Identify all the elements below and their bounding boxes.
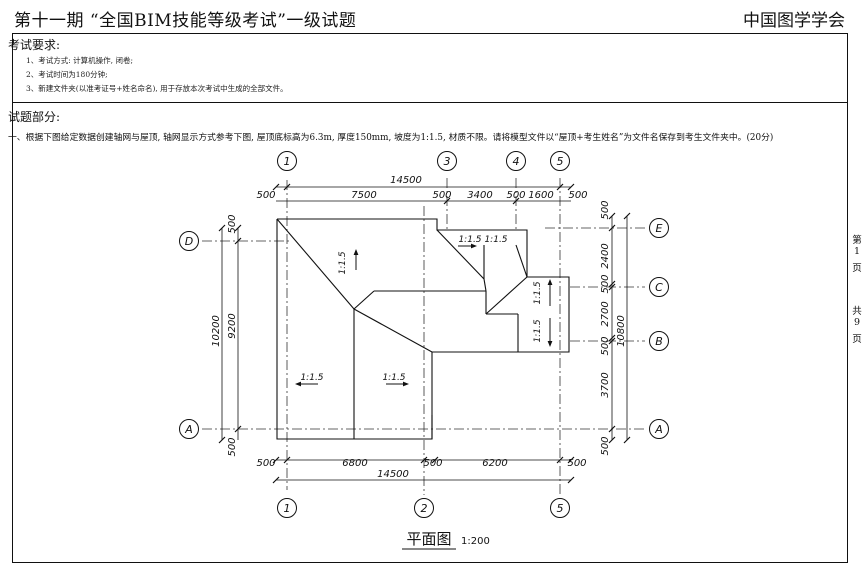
axis-bubble-bottom: 2 (414, 498, 434, 518)
dim-top-seg: 500 (506, 190, 525, 201)
exam-title: 第十一期 “全国BIM技能等级考试”一级试题 (14, 11, 357, 31)
dim-right-seg: 2400 (600, 243, 611, 268)
svg-text:A: A (654, 423, 663, 436)
requirement-item: 2、考试时间为180分钟; (26, 70, 108, 79)
page-number-char: 1 (853, 246, 861, 257)
dim-left-seg: 500 (227, 437, 238, 456)
svg-text:5: 5 (557, 155, 564, 168)
slope-arrows (295, 243, 553, 387)
requirement-item: 3、新建文件夹(以准考证号+姓名命名), 用于存放本次考试中生成的全部文件。 (26, 84, 288, 93)
axis-bubble-right: C (649, 277, 669, 297)
organization-name: 中国图学学会 (743, 11, 845, 31)
page-total-char: 共 (852, 306, 862, 317)
page-total-char: 9 (853, 317, 861, 328)
slope-label: 1:1.5 (338, 251, 348, 274)
dim-bottom-seg: 500 (423, 458, 442, 469)
svg-text:1: 1 (284, 502, 291, 515)
slope-label: 1:1.5 (484, 235, 507, 245)
dim-top-seg: 500 (432, 190, 451, 201)
svg-text:A: A (184, 423, 193, 436)
svg-text:3: 3 (444, 155, 451, 168)
dim-bottom-seg: 500 (256, 458, 275, 469)
dim-top-seg: 500 (568, 190, 587, 201)
drawing-scale: 1:200 (461, 536, 490, 547)
axis-bubble-top: 1 (277, 151, 297, 171)
dim-right-seg: 3700 (600, 372, 611, 397)
axis-bubble-right: E (649, 218, 669, 238)
svg-text:1: 1 (284, 155, 291, 168)
slope-label: 1:1.5 (458, 235, 481, 245)
dim-right-seg: 500 (600, 274, 611, 293)
dim-left-seg: 500 (227, 214, 238, 233)
dim-top-seg: 500 (256, 190, 275, 201)
axis-bubble-left: D (179, 231, 199, 251)
dim-bottom-total: 14500 (377, 469, 409, 480)
exam-frame (12, 33, 848, 563)
dim-right-seg: 500 (600, 436, 611, 455)
dim-left-total: 10200 (211, 315, 222, 347)
axis-bubble-bottom: 1 (277, 498, 297, 518)
axis-bubble-right: A (649, 419, 669, 439)
page-total-char: 页 (852, 334, 862, 345)
dim-right-seg: 2700 (600, 301, 611, 326)
axis-bubble-top: 3 (437, 151, 457, 171)
slope-label: 1:1.5 (533, 281, 543, 304)
slope-label: 1:1.5 (382, 373, 405, 383)
axis-bubble-right: B (649, 331, 669, 351)
requirements-heading: 考试要求: (8, 38, 61, 52)
roof-outline (276, 218, 570, 440)
slope-label: 1:1.5 (300, 373, 323, 383)
axis-bubble-left: A (179, 419, 199, 439)
svg-text:2: 2 (421, 502, 428, 515)
slope-label: 1:1.5 (533, 319, 543, 342)
dim-left-seg: 9200 (227, 313, 238, 338)
dim-top-total: 14500 (390, 175, 422, 186)
svg-text:4: 4 (513, 155, 520, 168)
grid-axes (202, 178, 645, 495)
dim-bottom-seg: 6200 (482, 458, 507, 469)
svg-text:D: D (185, 235, 193, 248)
dimension-ticks (218, 183, 631, 484)
requirement-item: 1、考试方式: 计算机操作, 闭卷; (26, 56, 133, 65)
dim-top-seg: 1600 (528, 190, 553, 201)
dim-bottom-seg: 6800 (342, 458, 367, 469)
svg-text:5: 5 (557, 502, 564, 515)
dim-right-total: 10800 (616, 315, 627, 347)
requirements-section (12, 33, 848, 103)
dim-right-seg: 500 (600, 200, 611, 219)
axis-bubble-top: 4 (506, 151, 526, 171)
axis-bubble-top: 5 (550, 151, 570, 171)
dim-top-seg: 7500 (351, 190, 376, 201)
drawing-caption: 平面图 (406, 530, 451, 548)
dimension-lines (221, 186, 628, 481)
page-number-char: 页 (852, 263, 862, 274)
question-text: 一、根据下图给定数据创建轴网与屋顶, 轴网显示方式参考下图, 屋顶底标高为6.3… (8, 133, 774, 143)
dim-bottom-seg: 500 (567, 458, 586, 469)
dim-right-seg: 500 (600, 336, 611, 355)
page-number-char: 第 (852, 235, 862, 246)
svg-text:B: B (655, 335, 663, 348)
axis-bubble-bottom: 5 (550, 498, 570, 518)
dim-top-seg: 3400 (467, 190, 492, 201)
svg-text:C: C (655, 281, 663, 294)
questions-heading: 试题部分: (8, 110, 61, 124)
svg-text:E: E (656, 222, 663, 235)
